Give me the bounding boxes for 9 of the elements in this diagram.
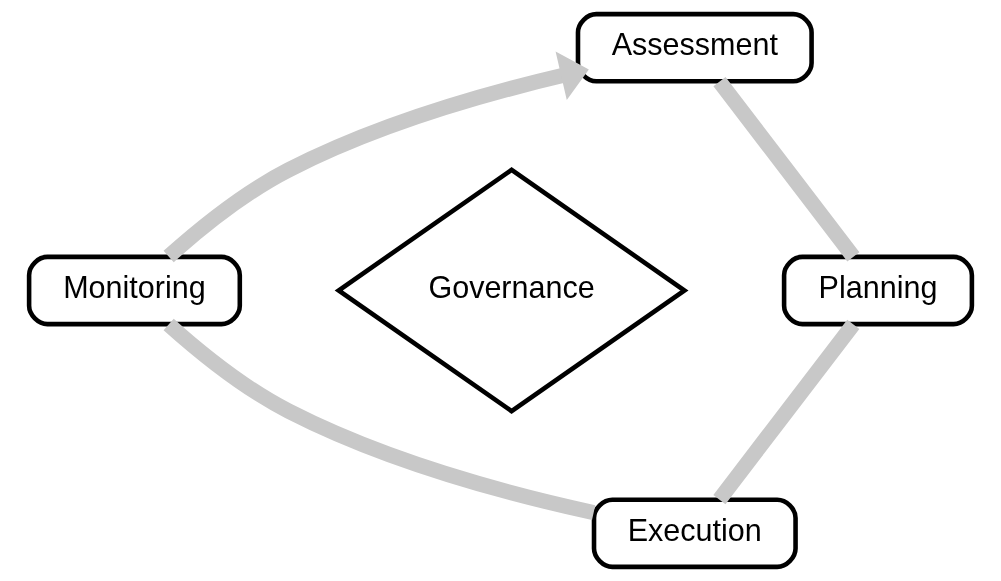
node-box: Execution xyxy=(591,497,798,570)
connector xyxy=(163,318,596,521)
connector xyxy=(713,319,860,505)
node-box: Planning xyxy=(781,254,975,327)
arrow xyxy=(163,51,589,263)
connector xyxy=(713,76,860,262)
node-box: Monitoring xyxy=(26,254,243,327)
node-box: Assessment xyxy=(575,11,814,84)
node-diamond: Governance xyxy=(334,167,689,414)
